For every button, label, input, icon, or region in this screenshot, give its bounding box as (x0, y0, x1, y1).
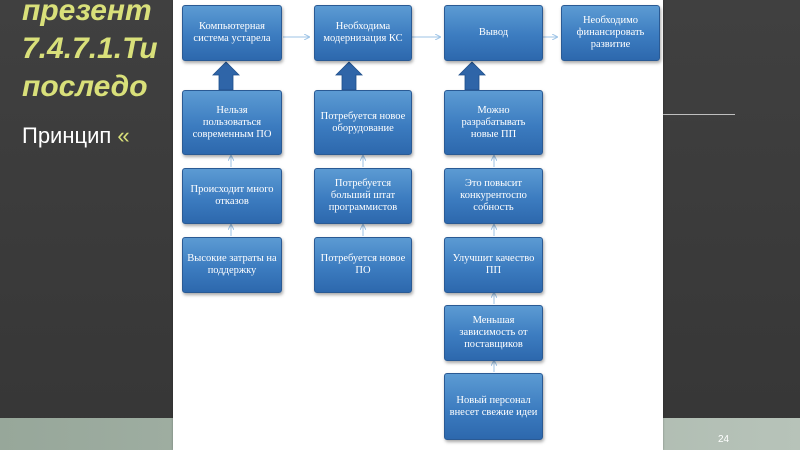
title-line-2: 7.4.7.1.Ти (22, 32, 158, 65)
box-less-vendor-dependence: Меньшая зависимость от поставщиков (444, 305, 543, 361)
slide-subtitle: Принцип « (22, 122, 130, 150)
box-high-support-costs: Высокие затраты на поддержку (182, 237, 282, 293)
box-funding-needed: Необходимо финансировать развитие (561, 5, 660, 61)
box-competitiveness: Это повысит конкурентоспо собность (444, 168, 543, 224)
box-more-programmers-needed: Потребуется больший штат программистов (314, 168, 412, 224)
slide-title: презент 7.4.7.1.Ти последо (22, 0, 722, 106)
box-new-software-needed: Потребуется новое ПО (314, 237, 412, 293)
page-number: 24 (718, 434, 730, 445)
title-line-3: последо (22, 70, 148, 103)
subtitle-text: Принцип (22, 123, 118, 148)
box-modernization-needed: Необходима модернизация КС (314, 5, 412, 61)
box-cannot-use-modern-software: Нельзя пользоваться современным ПО (182, 90, 282, 155)
box-new-hardware-needed: Потребуется новое оборудование (314, 90, 412, 155)
box-can-develop-new-products: Можно разрабатывать новые ПП (444, 90, 543, 155)
diagram-panel (173, 0, 663, 450)
box-conclusion: Вывод (444, 5, 543, 61)
subtitle-quote: « (117, 123, 130, 148)
title-line-1: презент (22, 0, 152, 27)
box-many-failures: Происходит много отказов (182, 168, 282, 224)
box-new-staff-fresh-ideas: Новый персонал внесет свежие идеи (444, 373, 543, 440)
box-quality-improvement: Улучшит качество ПП (444, 237, 543, 293)
box-system-outdated: Компьютерная система устарела (182, 5, 282, 61)
